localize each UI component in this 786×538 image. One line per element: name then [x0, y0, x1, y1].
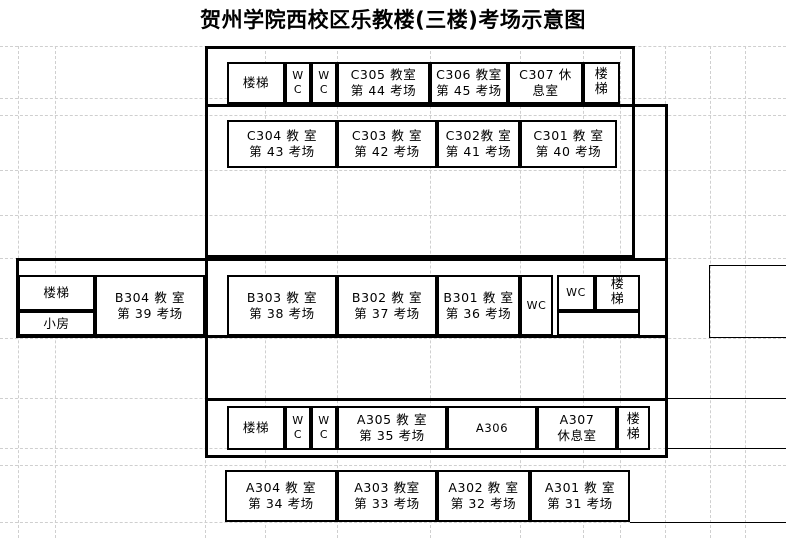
room-a304[interactable]: A304 教 室 第 34 考场: [225, 470, 337, 522]
wc-c-2[interactable]: W C: [311, 62, 337, 104]
stairs-top-right[interactable]: 楼 梯: [583, 62, 620, 104]
wc-b-1[interactable]: WC: [520, 275, 553, 336]
wc-a-1[interactable]: W C: [285, 406, 311, 450]
wc-a-2[interactable]: W C: [311, 406, 337, 450]
bottom-margin-line: [630, 522, 786, 523]
room-a306[interactable]: A306: [447, 406, 537, 450]
room-c302[interactable]: C302教 室 第 41 考场: [437, 120, 520, 168]
room-a302[interactable]: A302 教 室 第 32 考场: [437, 470, 530, 522]
room-a305[interactable]: A305 教 室 第 35 考场: [337, 406, 447, 450]
room-a303[interactable]: A303 教室 第 33 考场: [337, 470, 437, 522]
room-b301[interactable]: B301 教 室 第 36 考场: [437, 275, 520, 336]
room-xiaofang[interactable]: 小房: [18, 311, 95, 336]
stairs-left[interactable]: 楼梯: [18, 275, 95, 311]
room-c304[interactable]: C304 教 室 第 43 考场: [227, 120, 337, 168]
stairs-bottom-right[interactable]: 楼 梯: [617, 406, 650, 450]
wc-c-1[interactable]: W C: [285, 62, 311, 104]
right-margin-line-a-bot: [665, 448, 786, 449]
right-margin-line-mid: [709, 265, 710, 338]
room-c301[interactable]: C301 教 室 第 40 考场: [520, 120, 617, 168]
stairs-bottom-left[interactable]: 楼梯: [227, 406, 285, 450]
stairs-top-left[interactable]: 楼梯: [227, 62, 285, 104]
room-c303[interactable]: C303 教 室 第 42 考场: [337, 120, 437, 168]
right-margin-line-top: [710, 265, 786, 266]
room-b303[interactable]: B303 教 室 第 38 考场: [227, 275, 337, 336]
a-wing-outer-wall: [205, 398, 668, 458]
room-b304[interactable]: B304 教 室 第 39 考场: [95, 275, 205, 336]
room-c306[interactable]: C306 教室 第 45 考场: [430, 62, 508, 104]
b-wing-blank-strip: [557, 311, 640, 336]
right-margin-line-bottom: [710, 337, 786, 338]
room-c305[interactable]: C305 教室 第 44 考场: [337, 62, 430, 104]
room-a307[interactable]: A307 休息室: [537, 406, 617, 450]
right-margin-line-a-top: [665, 398, 786, 399]
page-title: 贺州学院西校区乐教楼(三楼)考场示意图: [200, 8, 586, 32]
wc-b-2[interactable]: WC: [557, 275, 595, 311]
room-a301[interactable]: A301 教 室 第 31 考场: [530, 470, 630, 522]
room-b302[interactable]: B302 教 室 第 37 考场: [337, 275, 437, 336]
room-c307[interactable]: C307 休 息室: [508, 62, 583, 104]
stairs-middle-right[interactable]: 楼 梯: [595, 275, 640, 311]
